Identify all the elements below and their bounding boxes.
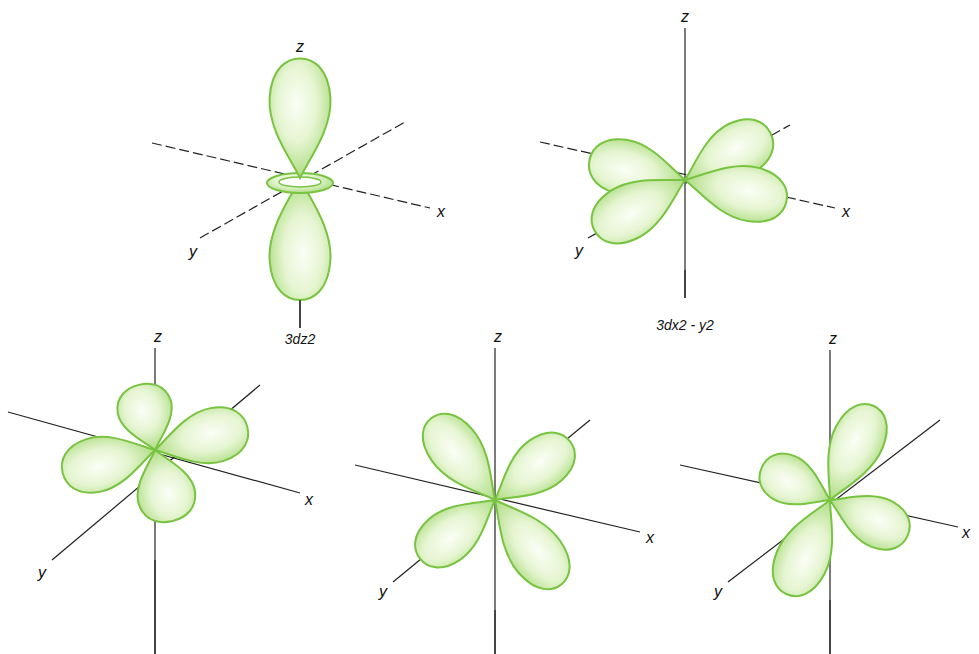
axis-label: y [187, 243, 199, 261]
axis-label: z [152, 328, 164, 346]
axis-label: x [960, 524, 972, 542]
axis-label: x [644, 529, 656, 547]
axis-label: y [573, 242, 585, 260]
axis-label: z [827, 330, 839, 348]
axis-label: x [840, 203, 852, 221]
axis-label: x [435, 203, 447, 221]
axis-label: y [36, 564, 48, 582]
axis-label: y [377, 583, 389, 601]
axis-label: y [712, 583, 724, 601]
axis-label: z [679, 8, 691, 26]
axis-label: z [294, 38, 306, 56]
orbital-name: 3dx2 - y2 [654, 317, 716, 333]
axis-label: x [303, 491, 315, 509]
axis-label: z [492, 328, 504, 346]
orbital-name: 3dz2 [283, 331, 317, 347]
